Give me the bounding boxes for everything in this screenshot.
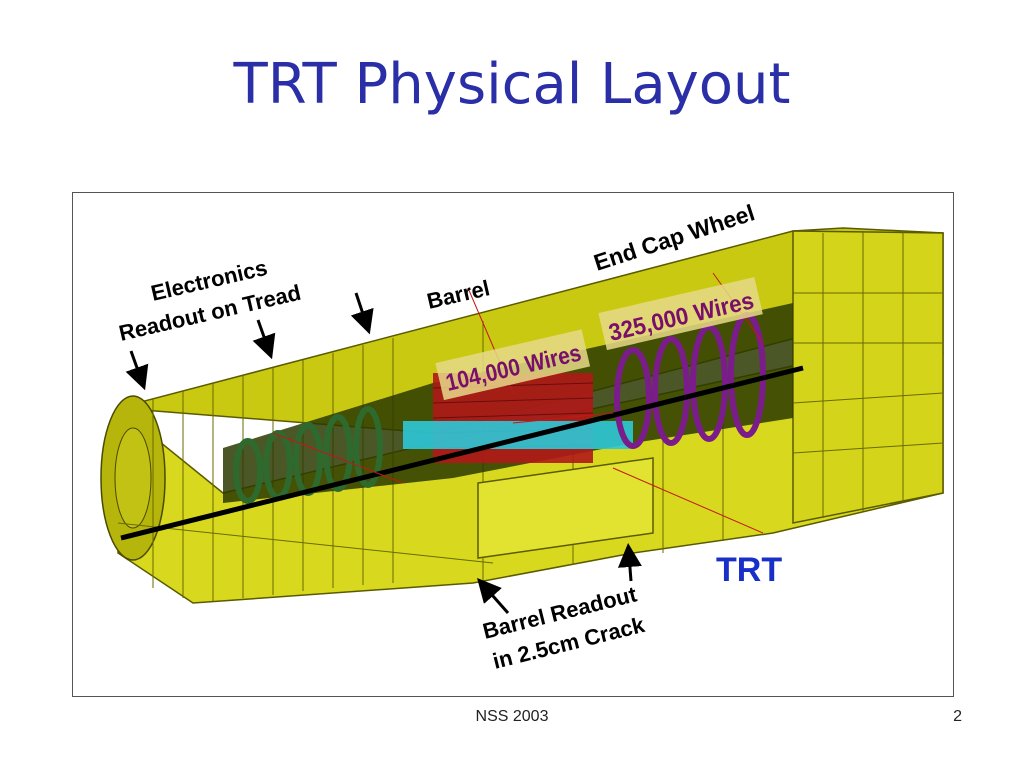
- beam-axis: [120, 365, 804, 541]
- footer-conference: NSS 2003: [475, 708, 549, 725]
- trt-detector-diagram: Electronics Readout on Tread Barrel End …: [100, 199, 944, 674]
- pointer-arrows: [125, 292, 642, 614]
- barrel-readout-crack: [477, 457, 654, 559]
- slide-title: TRT Physical Layout: [233, 52, 791, 117]
- label-barrel: Barrel: [425, 275, 493, 314]
- label-trt: TRT: [716, 551, 782, 589]
- page-number: 2: [953, 708, 962, 725]
- diagram-frame: Electronics Readout on Tread Barrel End …: [72, 192, 954, 697]
- leader-lines: [272, 272, 764, 534]
